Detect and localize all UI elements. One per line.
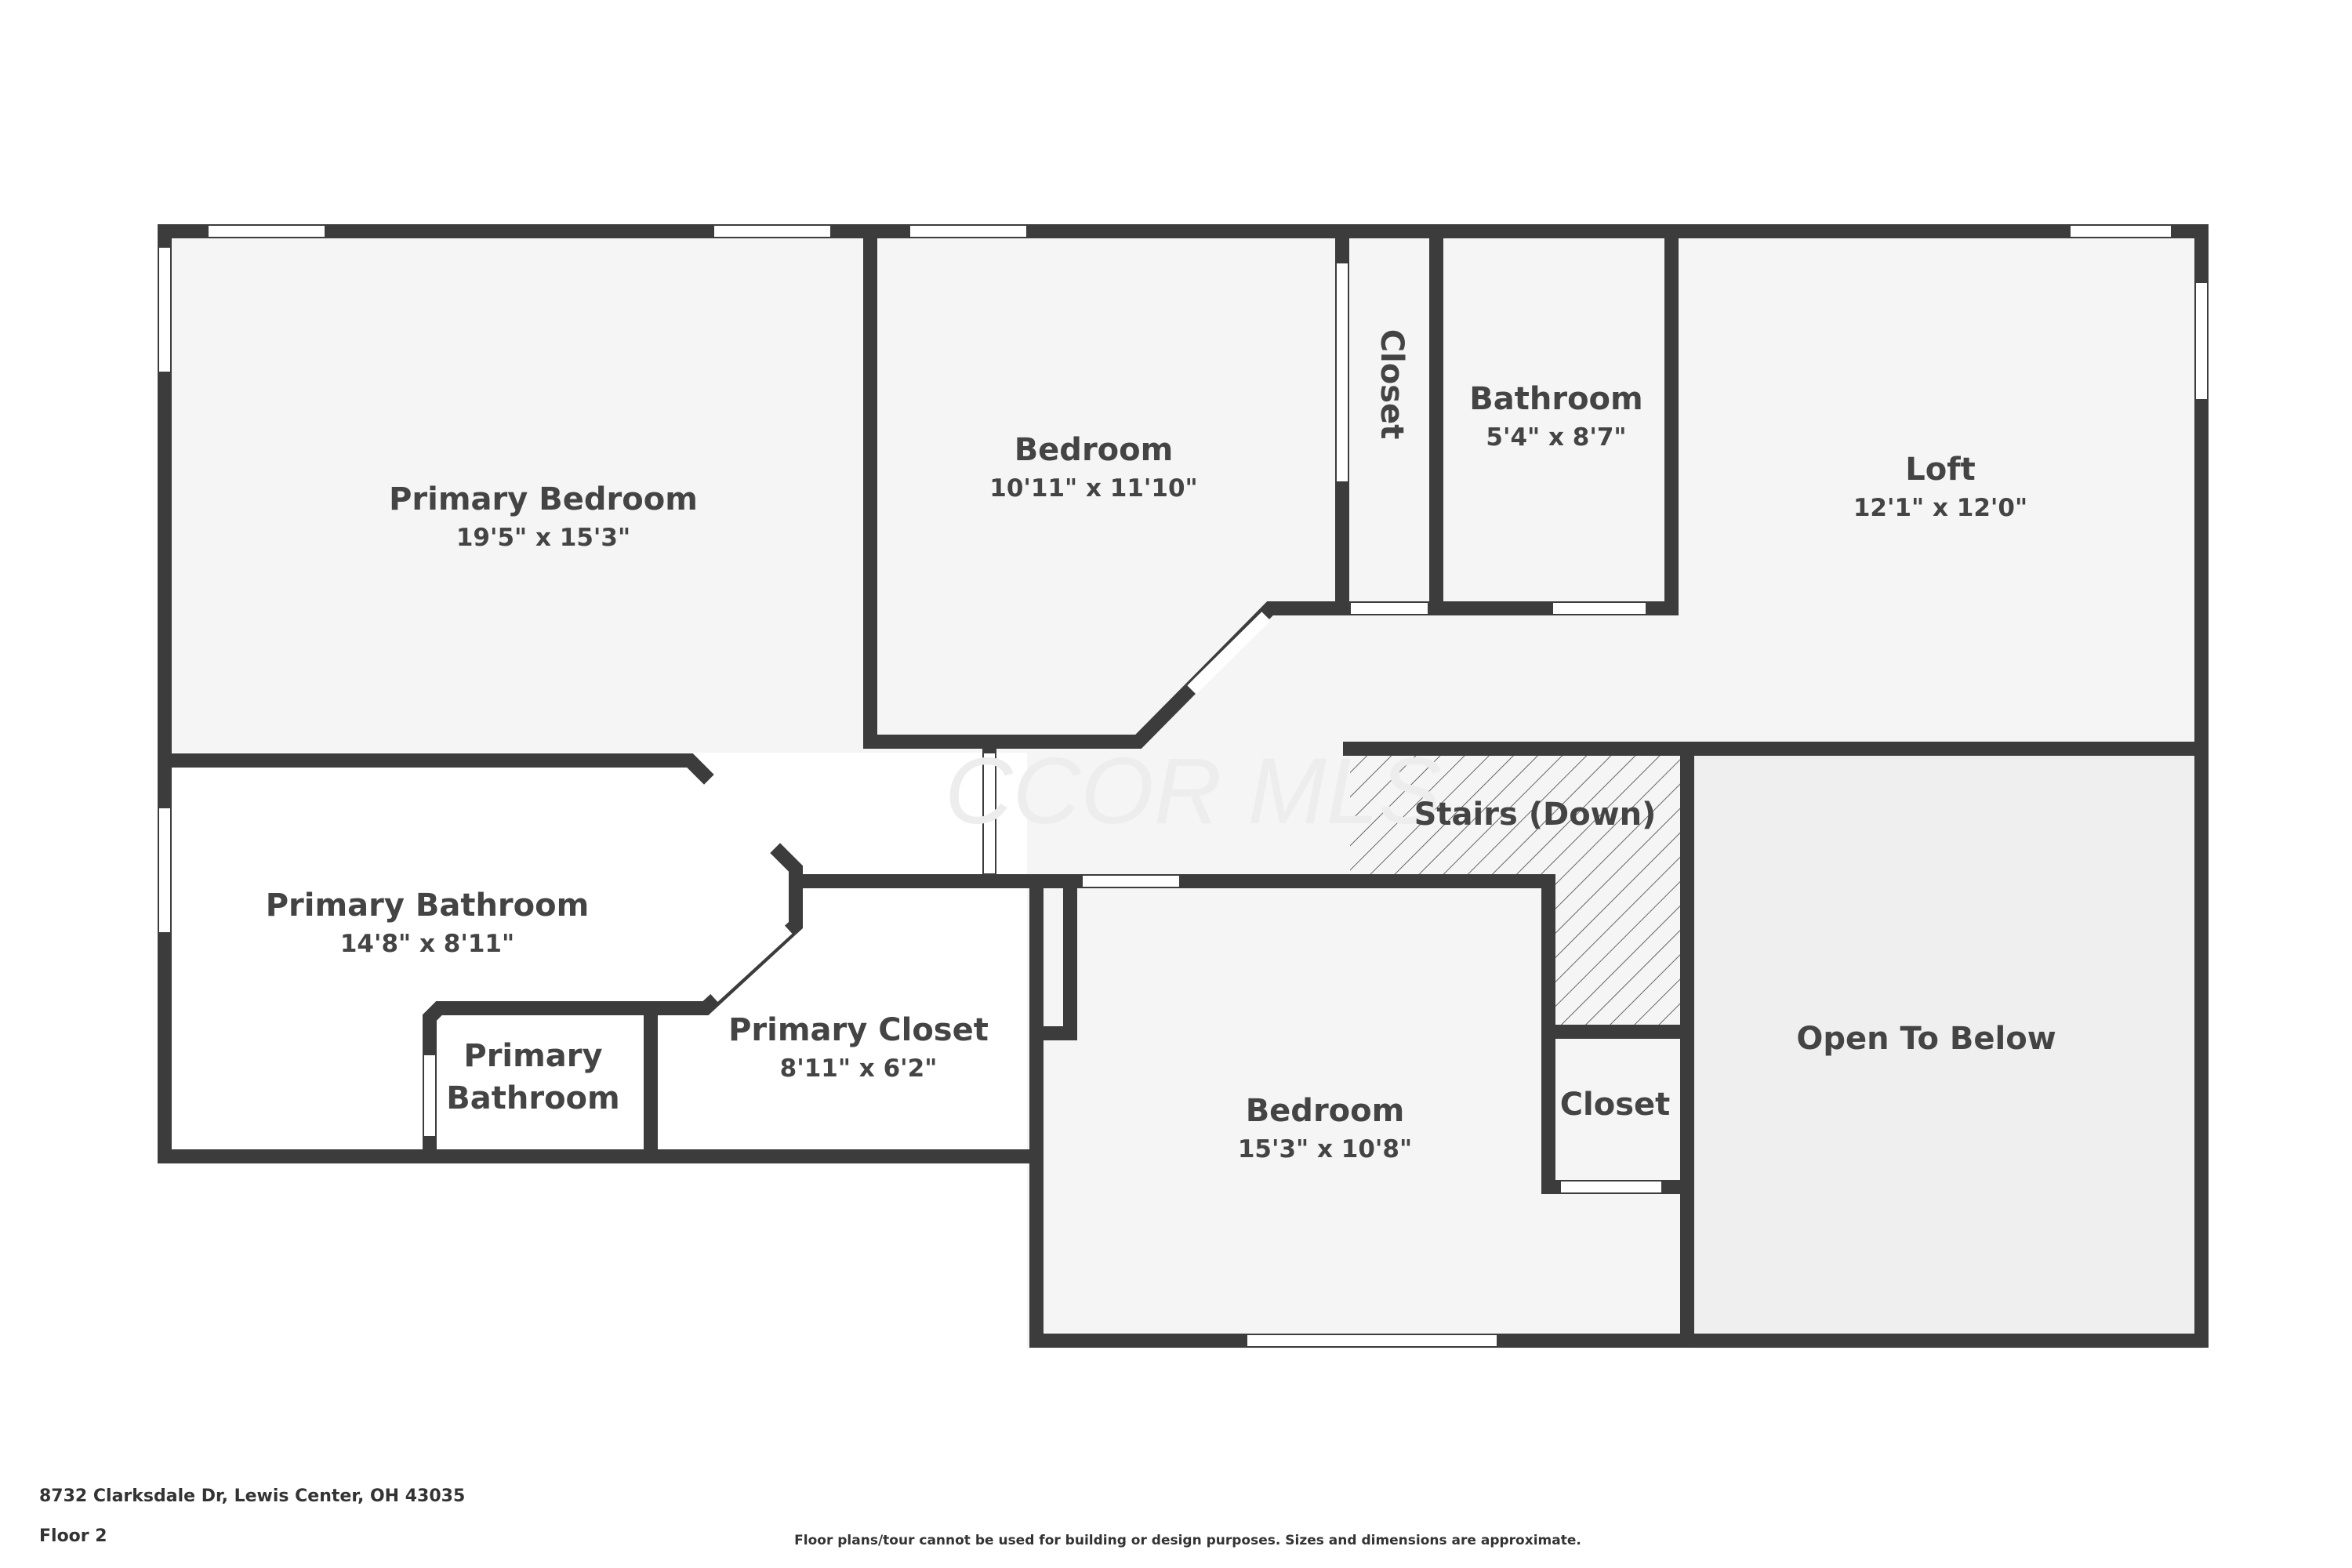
closet-bottom-name: Closet	[1560, 1087, 1671, 1123]
stairs-hatch	[1350, 753, 1687, 1032]
stairs-name: Stairs (Down)	[1414, 797, 1657, 833]
loft-name: Loft	[1905, 452, 1976, 488]
open-to-below-area	[1693, 753, 2203, 1348]
bedroom-top-dims: 10'11" x 11'10"	[989, 474, 1197, 503]
windows	[158, 224, 2209, 1348]
primary-bedroom-dims: 19'5" x 15'3"	[456, 524, 630, 552]
address-label: 8732 Clarksdale Dr, Lewis Center, OH 430…	[39, 1486, 466, 1506]
floor-fills	[165, 235, 2203, 1348]
bedroom-top-name: Bedroom	[1014, 432, 1174, 468]
open-to-below-name: Open To Below	[1796, 1021, 2056, 1057]
primary-bathroom-dims: 14'8" x 8'11"	[340, 930, 514, 958]
loft-dims: 12'1" x 12'0"	[1853, 494, 2027, 522]
primary-closet-name: Primary Closet	[728, 1012, 989, 1048]
primary-bathroom-small-name-1: Primary	[463, 1038, 602, 1074]
primary-bathroom-name: Primary Bathroom	[266, 887, 590, 924]
bedroom-bottom-name: Bedroom	[1246, 1093, 1405, 1129]
primary-closet-dims: 8'11" x 6'2"	[780, 1054, 938, 1083]
primary-bedroom-name: Primary Bedroom	[389, 481, 698, 517]
floor-label: Floor 2	[39, 1526, 107, 1546]
bathroom-dims: 5'4" x 8'7"	[1486, 423, 1626, 452]
disclaimer: Floor plans/tour cannot be used for buil…	[794, 1533, 1581, 1548]
watermark: CCOR MLS	[945, 739, 1441, 844]
primary-bathroom-small-name-2: Bathroom	[446, 1080, 619, 1116]
closet-top-name: Closet	[1374, 329, 1410, 440]
bathroom-name: Bathroom	[1469, 381, 1642, 417]
room-labels: Primary Bedroom 19'5" x 15'3" Bedroom 10…	[266, 329, 2056, 1163]
bedroom-bottom-dims: 15'3" x 10'8"	[1238, 1135, 1412, 1163]
